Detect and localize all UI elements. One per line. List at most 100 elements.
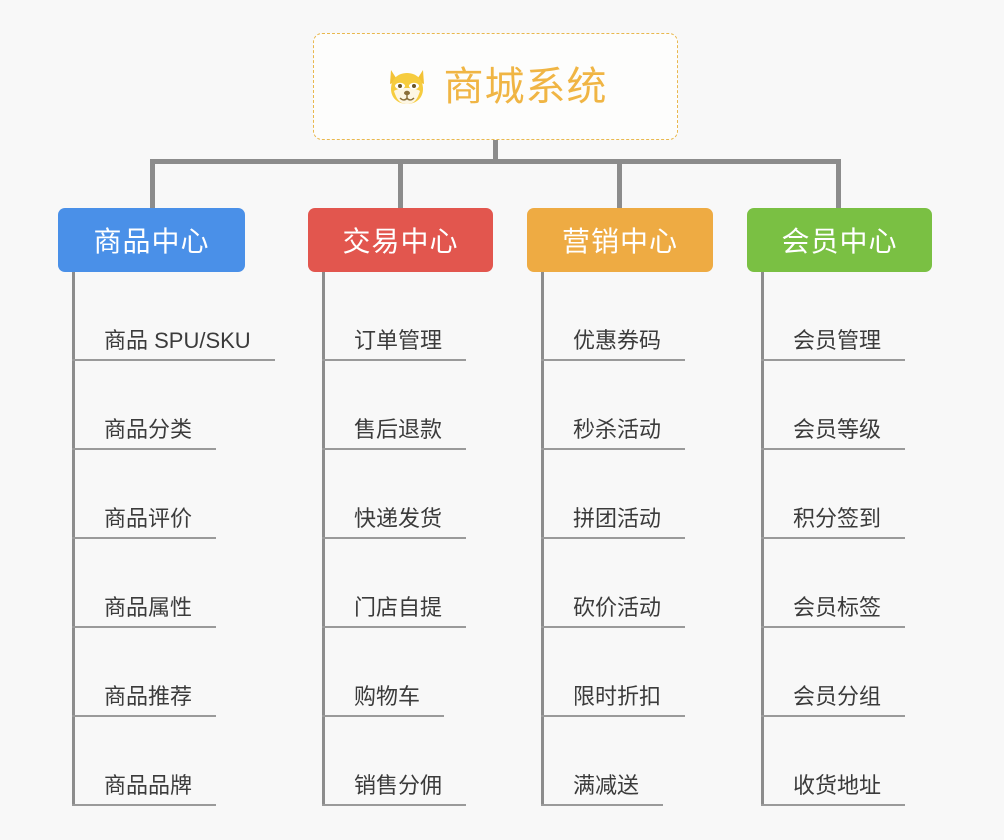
category-header-label: 商品中心: [93, 226, 210, 257]
leaf-label: 砍价活动: [573, 594, 662, 620]
leaf-label: 商品分类: [104, 416, 193, 442]
category-header-trade-center[interactable]: 交易中心: [308, 208, 493, 272]
leaf-label: 会员标签: [793, 594, 882, 620]
category-column-member-center: 会员中心 会员管理 会员等级 积分签到 会员标签 会员分组 收货地址: [747, 208, 932, 806]
category-header-marketing-center[interactable]: 营销中心: [527, 208, 713, 272]
leaf-trunk-line: [761, 272, 764, 806]
leaf-underline: 销售分佣: [322, 773, 467, 806]
list-item[interactable]: 商品推荐: [58, 628, 245, 717]
leaf-label: 售后退款: [354, 416, 443, 442]
leaf-underline: 商品属性: [72, 594, 217, 628]
leaf-underline: 拼团活动: [541, 505, 686, 539]
leaf-underline: 售后退款: [322, 416, 467, 450]
leaf-label: 限时折扣: [573, 683, 662, 709]
list-item[interactable]: 购物车: [308, 628, 493, 717]
leaf-underline: 积分签到: [761, 505, 906, 539]
leaf-label: 商品推荐: [104, 683, 193, 709]
list-item[interactable]: 会员标签: [747, 539, 932, 628]
leaf-label: 秒杀活动: [573, 416, 662, 442]
leaf-underline: 订单管理: [322, 327, 467, 361]
category-header-label: 交易中心: [342, 226, 459, 257]
category-column-product-center: 商品中心 商品 SPU/SKU 商品分类 商品评价 商品属性 商品推荐 商品品牌: [58, 208, 275, 806]
list-item[interactable]: 门店自提: [308, 539, 493, 628]
leaf-list-product-center: 商品 SPU/SKU 商品分类 商品评价 商品属性 商品推荐 商品品牌: [58, 272, 275, 806]
category-header-product-center[interactable]: 商品中心: [58, 208, 245, 272]
leaf-underline: 会员等级: [761, 416, 906, 450]
leaf-label: 购物车: [354, 683, 421, 709]
list-item[interactable]: 商品品牌: [58, 717, 245, 806]
category-header-label: 营销中心: [561, 226, 678, 257]
leaf-trunk-line: [541, 272, 544, 806]
leaf-label: 门店自提: [354, 594, 443, 620]
list-item[interactable]: 订单管理: [308, 272, 493, 361]
leaf-underline: 商品分类: [72, 416, 217, 450]
leaf-label: 商品属性: [104, 594, 193, 620]
leaf-underline: 限时折扣: [541, 683, 686, 717]
leaf-list-trade-center: 订单管理 售后退款 快递发货 门店自提 购物车 销售分佣: [308, 272, 493, 806]
leaf-label: 收货地址: [793, 772, 882, 798]
leaf-underline: 秒杀活动: [541, 416, 686, 450]
category-column-trade-center: 交易中心 订单管理 售后退款 快递发货 门店自提 购物车 销售分佣: [308, 208, 493, 806]
leaf-label: 订单管理: [354, 327, 443, 353]
leaf-underline: 商品 SPU/SKU: [72, 327, 275, 361]
list-item[interactable]: 收货地址: [747, 717, 932, 806]
branch-drop-connector-3: [617, 159, 622, 209]
leaf-trunk-line: [322, 272, 325, 806]
root-stem-connector: [493, 140, 498, 164]
list-item[interactable]: 拼团活动: [527, 450, 713, 539]
root-node[interactable]: 商城系统: [313, 33, 678, 140]
list-item[interactable]: 会员分组: [747, 628, 932, 717]
list-item[interactable]: 会员管理: [747, 272, 932, 361]
leaf-underline: 满减送: [541, 772, 664, 806]
leaf-label: 商品品牌: [104, 772, 193, 798]
leaf-label: 积分签到: [793, 505, 882, 531]
list-item[interactable]: 满减送: [527, 717, 713, 806]
list-item[interactable]: 售后退款: [308, 361, 493, 450]
leaf-underline: 砍价活动: [541, 594, 686, 628]
leaf-underline: 会员标签: [761, 594, 906, 628]
list-item[interactable]: 积分签到: [747, 450, 932, 539]
leaf-underline: 商品品牌: [72, 772, 217, 806]
category-header-member-center[interactable]: 会员中心: [747, 208, 932, 272]
leaf-label: 商品 SPU/SKU: [104, 327, 251, 353]
list-item[interactable]: 优惠券码: [527, 272, 713, 361]
category-column-marketing-center: 营销中心 优惠券码 秒杀活动 拼团活动 砍价活动 限时折扣 满减送: [527, 208, 713, 806]
root-title: 商城系统: [443, 64, 608, 109]
shiba-dog-emoji: [384, 64, 430, 110]
list-item[interactable]: 商品评价: [58, 450, 245, 539]
list-item[interactable]: 商品分类: [58, 361, 245, 450]
root-node-content: 商城系统: [384, 64, 608, 110]
leaf-label: 拼团活动: [573, 505, 662, 531]
leaf-label: 快递发货: [354, 505, 443, 531]
leaf-label: 会员管理: [793, 327, 882, 353]
list-item[interactable]: 会员等级: [747, 361, 932, 450]
branch-drop-connector-1: [150, 159, 155, 209]
leaf-label: 会员分组: [793, 683, 882, 709]
list-item[interactable]: 砍价活动: [527, 539, 713, 628]
leaf-underline: 购物车: [322, 683, 445, 717]
leaf-trunk-line: [72, 272, 75, 806]
leaf-underline: 门店自提: [322, 594, 467, 628]
branch-drop-connector-4: [836, 159, 841, 209]
list-item[interactable]: 快递发货: [308, 450, 493, 539]
list-item[interactable]: 销售分佣: [308, 717, 493, 806]
leaf-label: 优惠券码: [573, 327, 662, 353]
list-item[interactable]: 商品属性: [58, 539, 245, 628]
leaf-label: 满减送: [573, 772, 640, 798]
horizontal-branch-connector: [150, 159, 839, 164]
leaf-underline: 优惠券码: [541, 327, 686, 361]
branch-drop-connector-2: [398, 159, 403, 209]
leaf-underline: 商品评价: [72, 505, 217, 539]
leaf-label: 会员等级: [793, 416, 882, 442]
leaf-underline: 快递发货: [322, 505, 467, 539]
leaf-label: 商品评价: [104, 505, 193, 531]
list-item[interactable]: 限时折扣: [527, 628, 713, 717]
leaf-underline: 会员分组: [761, 683, 906, 717]
list-item[interactable]: 秒杀活动: [527, 361, 713, 450]
leaf-underline: 商品推荐: [72, 683, 217, 717]
list-item[interactable]: 商品 SPU/SKU: [58, 272, 275, 361]
leaf-underline: 会员管理: [761, 327, 906, 361]
leaf-list-marketing-center: 优惠券码 秒杀活动 拼团活动 砍价活动 限时折扣 满减送: [527, 272, 713, 806]
category-header-label: 会员中心: [781, 226, 898, 257]
